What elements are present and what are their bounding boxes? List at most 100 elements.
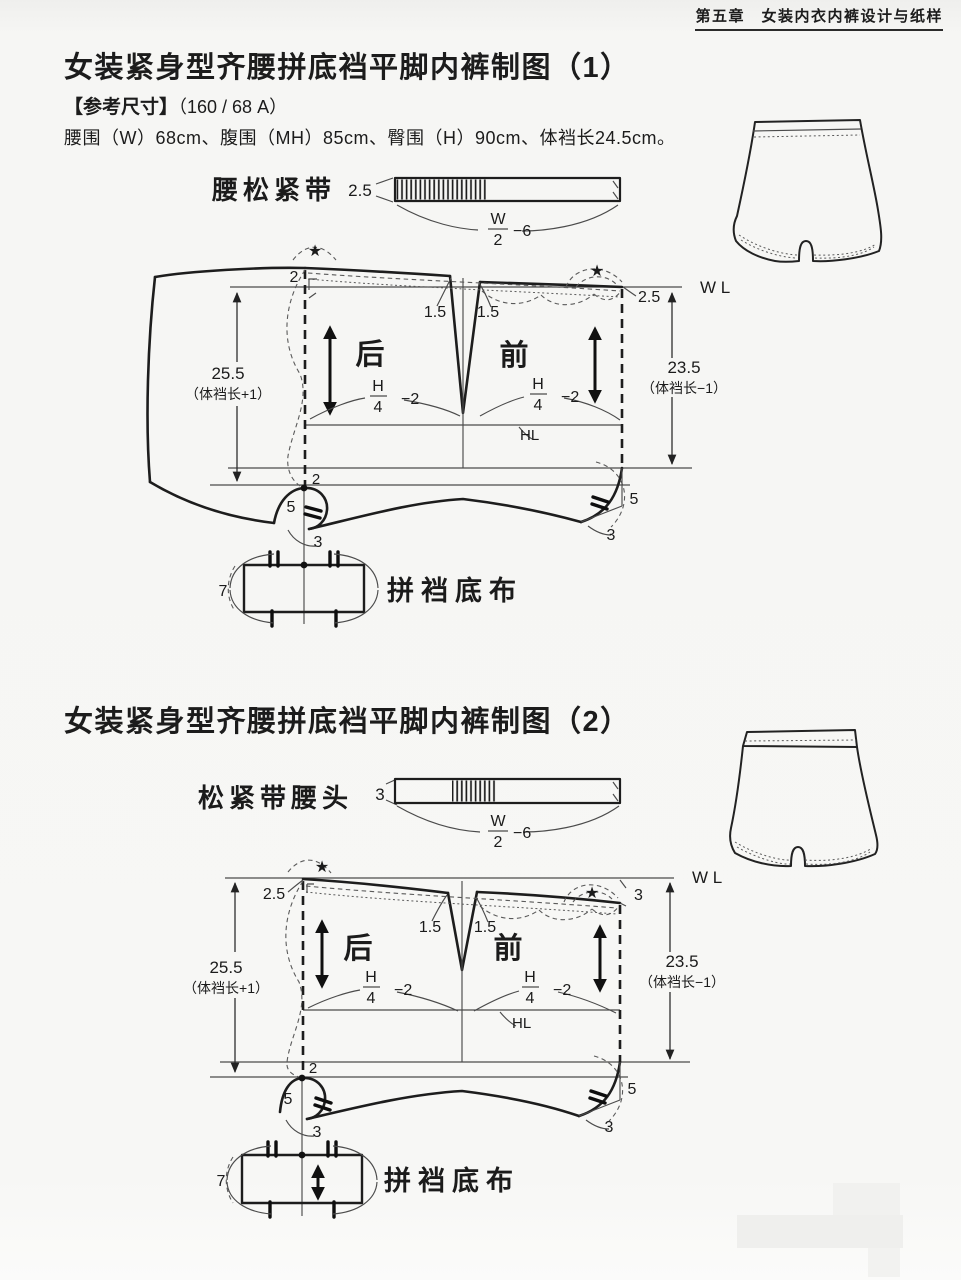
notch-mark [590,495,610,511]
band-rect [393,777,622,805]
gusset-7-value: 7 [219,583,228,600]
pattern-draft-1: W L ★ ★ 2 2.5 1.5 1.5 后 前 25.5 （体裆长+1） 2… [146,243,730,624]
leg-3-leader [587,525,612,536]
back-side-top-edge [153,266,307,279]
fraction-bar [370,393,547,397]
gusset-anchor-point [298,1151,306,1159]
front-width-minus: −2 [553,982,571,999]
gusset-7-arc [225,1156,234,1204]
back-width-leader [309,397,461,420]
watermark-block [833,1183,900,1215]
top-left-value: 2.5 [263,886,285,903]
watermark-block [868,1248,900,1277]
right-dimension-note: （体裆长−1） [641,380,727,396]
leg-3-value: 3 [607,527,616,544]
waistband-line [752,128,862,132]
crotch-3-value: 3 [313,1124,322,1141]
section-2-title: 女装紧身型齐腰拼底裆平脚内裤制图（2） [64,706,631,738]
hl-leader [518,426,533,440]
gusset-label: 拼裆底布 [387,575,523,606]
front-panel-label: 前 [499,338,528,372]
leg-dashed-arc [595,461,626,528]
back-hem-edge [148,480,276,525]
section-1-drawing: 腰松紧带 2.5 W 2 −6 [146,119,883,628]
front-width-denominator: 4 [534,397,543,414]
crotch-3-leader [285,1119,315,1137]
crotch-curve [272,486,329,531]
notch-mark [268,550,340,568]
chapter-header: 第五章 女装内衣内裤设计与纸样 [695,5,943,31]
wl-label: W L [700,278,730,297]
size-reference-label: 【参考尺寸】 [64,97,179,118]
dart-value: 1.5 [474,919,496,936]
band-hatch [452,780,497,802]
dart [448,274,482,415]
front-width-numerator: H [532,376,544,393]
top-right-leader [619,879,627,907]
leg-3-value: 3 [605,1119,614,1136]
corner-bracket [306,883,314,893]
star-mark: ★ [308,243,322,260]
elastic-placement-dashed [307,272,621,292]
band-length-numerator: W [490,211,506,228]
crotch-5-value: 5 [287,499,296,516]
front-waist-edge [478,280,624,289]
wl-label: W L [692,868,722,887]
front-scallop-dashed [481,290,622,306]
gusset-7-arc [227,565,236,612]
dart-value: 1.5 [424,304,446,321]
crotch-point [300,484,308,492]
band-length-minus: −6 [513,223,531,240]
hem-stitch [738,234,877,256]
section-2-drawing: 松紧带腰头 3 W 2 −6 [183,729,879,1219]
leg-hem-edge [307,497,583,531]
band-label: 腰松紧带 [211,175,336,205]
hem-stitch [734,841,873,861]
right-dimension-value: 23.5 [665,952,698,971]
elastic-placement-dashed [305,891,618,915]
back-panel-label: 后 [343,932,372,965]
crotch-2-value: 2 [312,471,320,488]
band-end-mark [612,180,619,200]
left-dimension-value: 25.5 [211,364,244,383]
star-arc-left [287,859,332,874]
leg-dashed-arc [593,1055,624,1122]
back-width-minus: −2 [394,982,412,999]
gusset-corner-arcs [226,1145,378,1215]
hem-stitch [740,239,875,259]
waistband-stitch [744,739,857,742]
waist-elastic-band-1: 腰松紧带 2.5 W 2 −6 [211,175,622,249]
hl-label: HL [520,427,539,444]
top-right-value: 3 [634,887,643,904]
right-dimension-note: （体裆长−1） [639,974,725,990]
hem-stitch [736,846,871,865]
back-waist-edge [303,266,452,278]
back-width-denominator: 4 [374,399,383,416]
back-waist-edge [301,877,450,895]
shorts-outline [732,119,883,263]
star-arc-left [292,246,337,261]
crotch-5-value: 5 [284,1091,293,1108]
front-width-leader [473,990,617,1014]
right-dimension-value: 23.5 [667,358,700,377]
back-shaping-dashed-curve [285,880,304,1079]
star-arc-right [565,268,623,288]
front-panel-label: 前 [493,931,522,965]
dart-value: 1.5 [477,304,499,321]
size-reference: 【参考尺寸】（160 / 68 A） [64,92,287,119]
shorts-illustration-1 [732,119,883,263]
front-width-numerator: H [524,969,536,986]
back-width-denominator: 4 [367,990,376,1007]
hl-leader [499,1011,517,1027]
notch-mark [313,1096,333,1112]
band-end-mark [612,781,619,802]
back-width-minus: −2 [401,391,419,408]
dart-leader [431,894,489,923]
leg-construction-line [578,1062,621,1117]
notch-mark [588,1089,608,1105]
back-width-leader [307,989,459,1012]
band-height-leader [375,177,394,203]
band-length-minus: −6 [513,825,531,842]
left-dimension-value: 25.5 [209,958,242,977]
notch-mark [268,1200,336,1219]
